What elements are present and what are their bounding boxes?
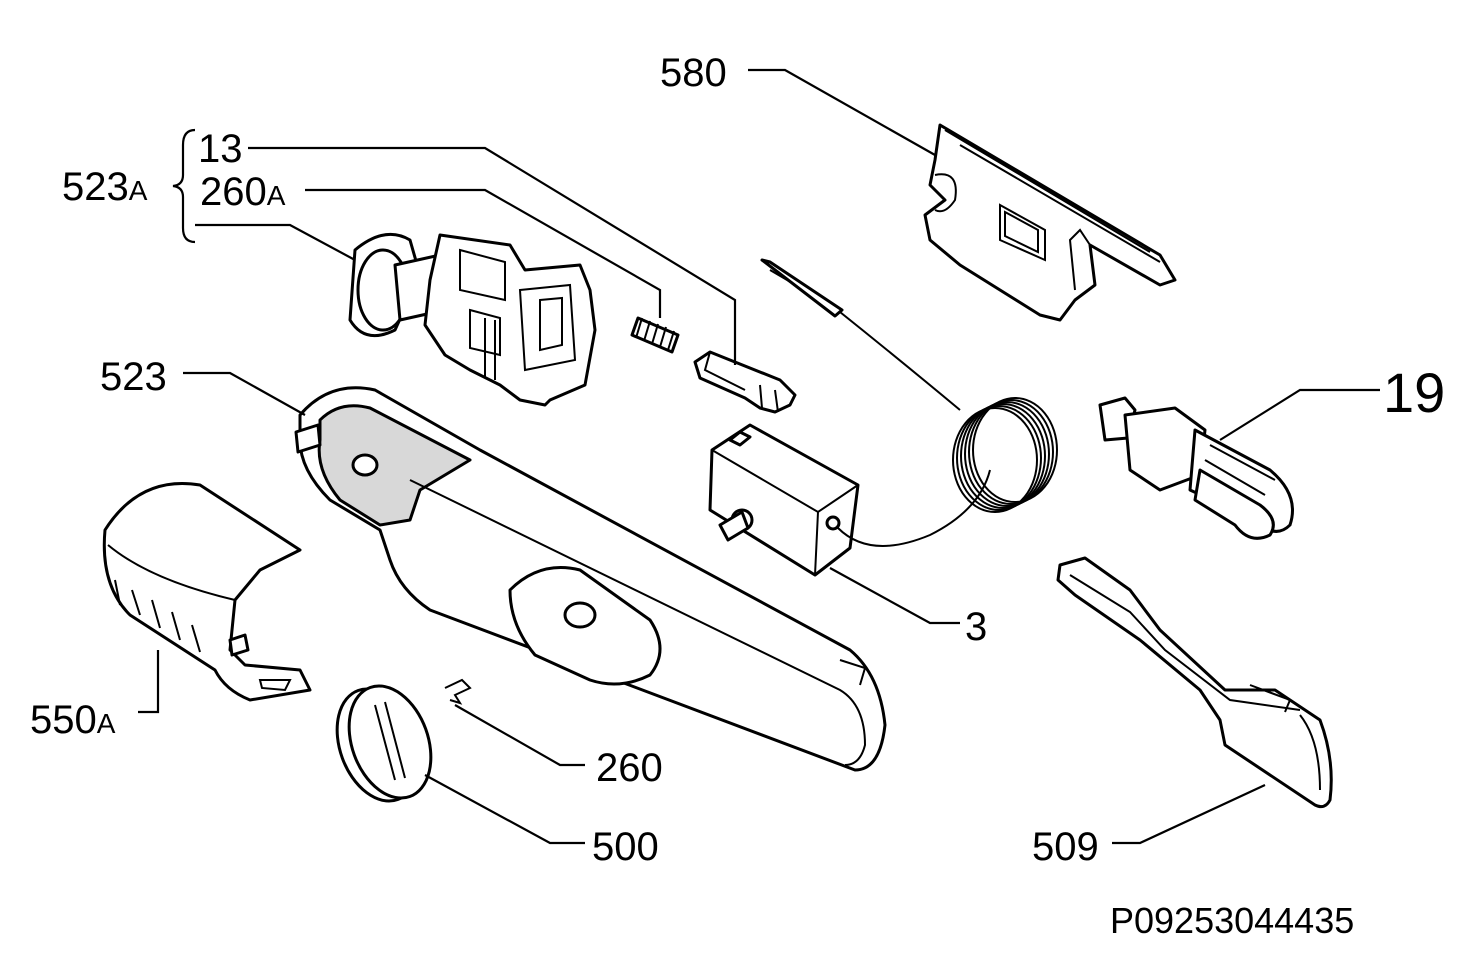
label-3: 3: [965, 605, 987, 649]
part-260-clip: [444, 678, 472, 705]
leader-lines: [138, 68, 1380, 845]
label-523: 523: [100, 355, 167, 399]
part-3-thermostat: [708, 258, 1058, 577]
label-580: 580: [660, 51, 727, 95]
part-523-housing: [294, 386, 887, 772]
part-13-plunger: [693, 350, 797, 414]
part-523a-switch-assembly: [348, 232, 597, 407]
part-500-knob: [335, 684, 433, 803]
label-523a-suffix: A: [129, 175, 148, 206]
label-523a: 523A: [62, 165, 148, 209]
label-260: 260: [596, 746, 663, 790]
part-580-bracket: [923, 123, 1177, 322]
part-19-lamp: [1098, 396, 1294, 540]
label-19: 19: [1383, 361, 1445, 424]
part-550a-lamp-cover: [102, 482, 312, 702]
part-260a-spring: [630, 316, 680, 354]
label-500: 500: [592, 825, 659, 869]
drawing-code: P09253044435: [1110, 900, 1354, 941]
label-550a: 550A: [30, 698, 116, 742]
callout-labels: 580 13 260A 523A 523 19 3 550A 260 500 5…: [30, 51, 1445, 941]
label-550a-suffix: A: [97, 708, 116, 739]
label-550a-number: 550: [30, 698, 97, 742]
label-523a-number: 523: [62, 165, 129, 209]
capillary-coil: [952, 397, 1058, 513]
part-509-diffuser: [1056, 556, 1333, 809]
label-260a-number: 260: [200, 170, 267, 214]
label-13: 13: [198, 127, 243, 171]
label-260a: 260A: [200, 170, 286, 214]
label-509: 509: [1032, 825, 1099, 869]
label-260a-suffix: A: [267, 180, 286, 211]
